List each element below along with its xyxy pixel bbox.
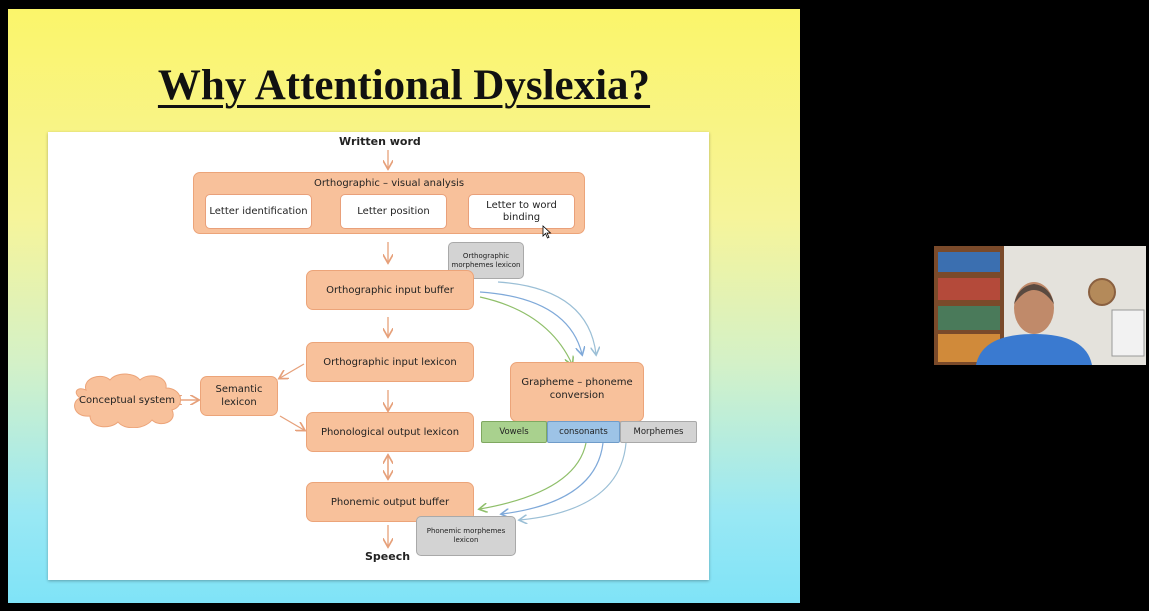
slide-title: Why Attentional Dyslexia?: [157, 62, 651, 109]
written-word-label: Written word: [339, 135, 421, 148]
semantic-lexicon: Semantic lexicon: [200, 376, 278, 416]
arrow-lexicon-to-semantic: [280, 363, 305, 378]
consonants-chip: consonants: [547, 421, 620, 443]
arrow-buffer-to-gpc-green: [479, 296, 572, 364]
orthographic-input-lexicon: Orthographic input lexicon: [306, 342, 474, 382]
orthographic-input-buffer: Orthographic input buffer: [306, 270, 474, 310]
arrow-morphemes-to-buffer: [520, 442, 627, 520]
letter-position: Letter position: [340, 194, 447, 229]
arrow-morph-to-gpc: [497, 281, 596, 354]
arrow-buffer-to-gpc-blue: [479, 291, 582, 354]
arrow-semantic-to-phon: [279, 415, 304, 430]
speech-label: Speech: [365, 550, 411, 563]
webcam-video-feed: [934, 246, 1146, 365]
mouse-cursor-icon: [542, 225, 552, 239]
arrow-vowels-to-buffer: [480, 442, 587, 509]
arrow-consonants-to-buffer: [502, 442, 604, 514]
phonemic-output-buffer: Phonemic output buffer: [306, 482, 474, 522]
webcam-scene: [934, 246, 1146, 365]
grapheme-phoneme-conversion: Grapheme – phoneme conversion: [510, 362, 644, 422]
letter-to-word-binding: Letter to word binding: [468, 194, 575, 229]
diagram-arrows: [48, 150, 627, 580]
vowels-chip: Vowels: [481, 421, 547, 443]
phonemic-morphemes-lexicon: Phonemic morphemes lexicon: [416, 516, 516, 556]
morphemes-chip: Morphemes: [620, 421, 697, 443]
conceptual-system: Conceptual system: [79, 394, 175, 406]
conceptual-system-cloud: [74, 373, 181, 428]
dual-route-diagram: Written word Orthographic – visual analy…: [48, 132, 709, 580]
orthographic-morphemes-lexicon: Orthographic morphemes lexicon: [448, 242, 524, 279]
orthographic-visual-title: Orthographic – visual analysis: [313, 178, 465, 189]
presentation-slide: Why Attentional Dyslexia?: [8, 9, 800, 603]
phonological-output-lexicon: Phonological output lexicon: [306, 412, 474, 452]
letter-identification: Letter identification: [205, 194, 312, 229]
